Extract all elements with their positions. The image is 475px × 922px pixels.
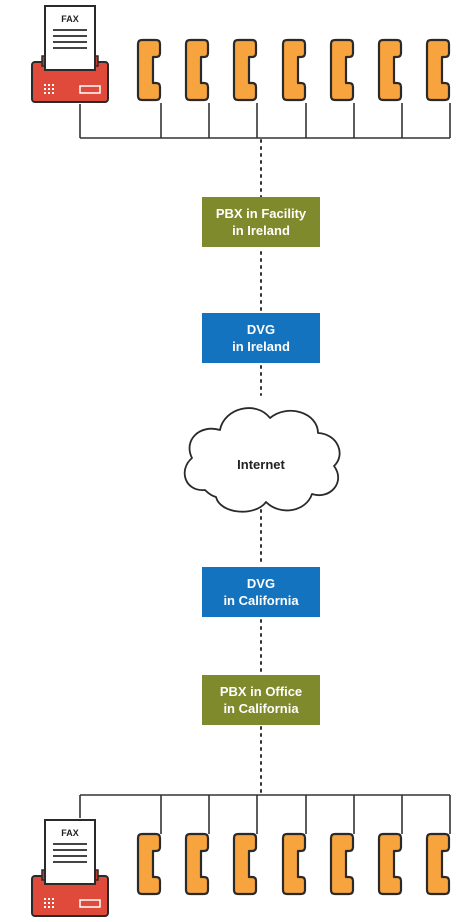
- bottom-phone-icon: [232, 832, 258, 896]
- top-phone-icon: [377, 38, 403, 102]
- bottom-phone-icon: [377, 832, 403, 896]
- bottom-phone-icon: [425, 832, 451, 896]
- pbx-ireland-line2: in Ireland: [232, 223, 290, 238]
- bottom-phone-icon: [184, 832, 210, 896]
- bottom-phone-icon: [281, 832, 307, 896]
- pbx-california-line2: in California: [223, 701, 299, 716]
- dvg-ireland-line2: in Ireland: [232, 339, 290, 354]
- pbx-ireland-box: PBX in Facility in Ireland: [202, 197, 320, 247]
- bottom-phone-icon: [136, 832, 162, 896]
- bottom-phone-icon: [329, 832, 355, 896]
- pbx-california-line1: PBX in Office: [219, 684, 303, 699]
- dvg-california-box: DVG in California: [202, 567, 320, 617]
- top-phone-icon: [184, 38, 210, 102]
- pbx-california-box: PBX in Office in California: [202, 675, 320, 725]
- dvg-ireland-box: DVG in Ireland: [202, 313, 320, 363]
- internet-cloud-icon: [183, 407, 341, 513]
- fax-machine-icon-bottom: FAX: [31, 819, 109, 917]
- top-bus-line: [79, 103, 451, 139]
- top-phones-group: [136, 38, 451, 102]
- top-phone-icon: [281, 38, 307, 102]
- bottom-phones-group: [136, 832, 451, 896]
- dvg-california-line1: DVG: [246, 576, 276, 591]
- bottom-bus-line: [79, 794, 451, 834]
- fax-label-bottom: FAX: [61, 828, 79, 838]
- dvg-california-line2: in California: [223, 593, 299, 608]
- top-phone-icon: [329, 38, 355, 102]
- dvg-ireland-line1: DVG: [246, 322, 276, 337]
- pbx-ireland-line1: PBX in Facility: [215, 206, 307, 221]
- fax-machine-icon-top: FAX: [31, 5, 109, 103]
- fax-label-top: FAX: [61, 14, 79, 24]
- internet-label: Internet: [237, 457, 285, 472]
- top-phone-icon: [232, 38, 258, 102]
- top-phone-icon: [136, 38, 162, 102]
- top-phone-icon: [425, 38, 451, 102]
